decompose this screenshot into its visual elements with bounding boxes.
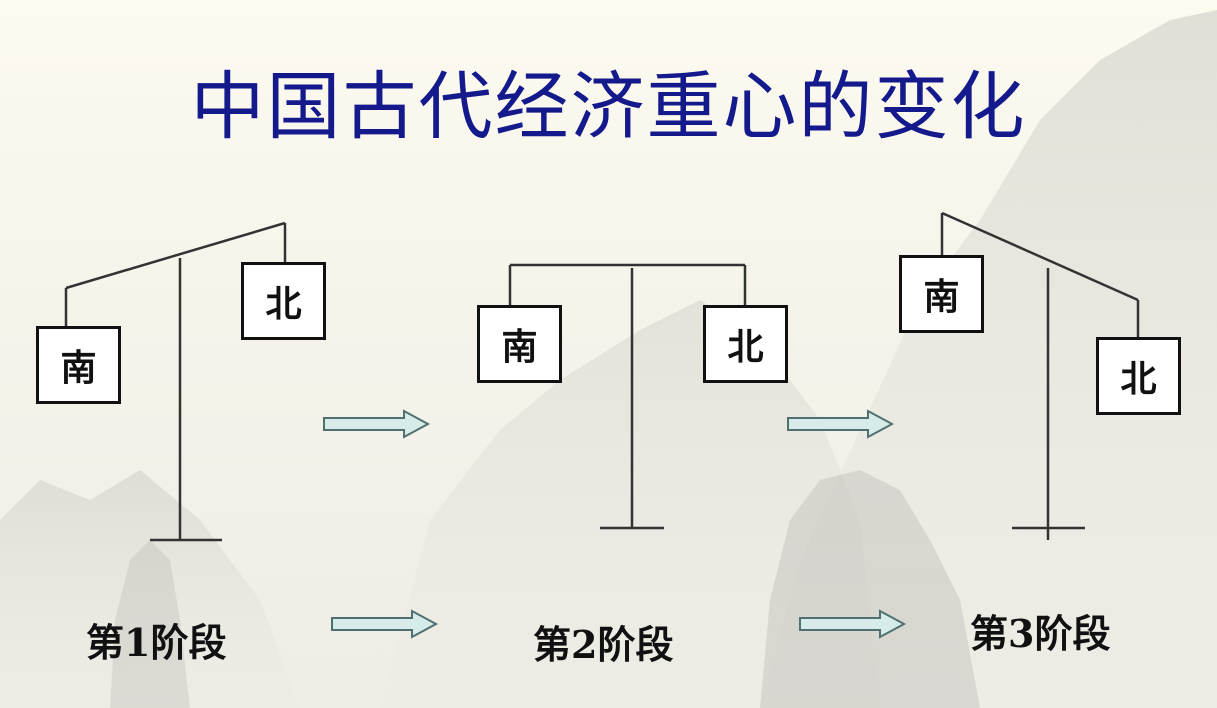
- arrow-right-icon: [331, 609, 439, 639]
- tree-left: [110, 540, 190, 708]
- arrow-right-icon: [323, 409, 431, 439]
- stage-2-north-box: 北: [703, 305, 788, 383]
- mountain-left: [0, 470, 300, 708]
- tree-center: [760, 470, 980, 708]
- stage-1-beam: [65, 221, 286, 290]
- stage-3-south-box: 南: [899, 255, 984, 333]
- lower-arrows: [331, 609, 907, 639]
- arrow-right-icon: [787, 409, 895, 439]
- stage-1-north-box: 北: [241, 262, 326, 340]
- stage-3-north-box: 北: [1096, 337, 1181, 415]
- stage-3-beam: [941, 211, 1139, 302]
- stage-3-balance: [940, 211, 1140, 540]
- page-title: 中国古代经济重心的变化: [190, 64, 1027, 150]
- stage-2-label: 第2阶段: [533, 622, 674, 667]
- stage-2-balance: [508, 263, 747, 530]
- upper-arrows: [323, 409, 895, 439]
- mountain-right: [760, 10, 1217, 708]
- stage-1-south-box: 南: [36, 326, 121, 404]
- mountain-center: [380, 300, 880, 708]
- stage-3-label: 第3阶段: [970, 611, 1111, 656]
- stage-2-south-box: 南: [477, 305, 562, 383]
- stage-1-balance: [64, 221, 287, 542]
- arrow-right-icon: [799, 609, 907, 639]
- stage-1-label: 第1阶段: [86, 620, 227, 665]
